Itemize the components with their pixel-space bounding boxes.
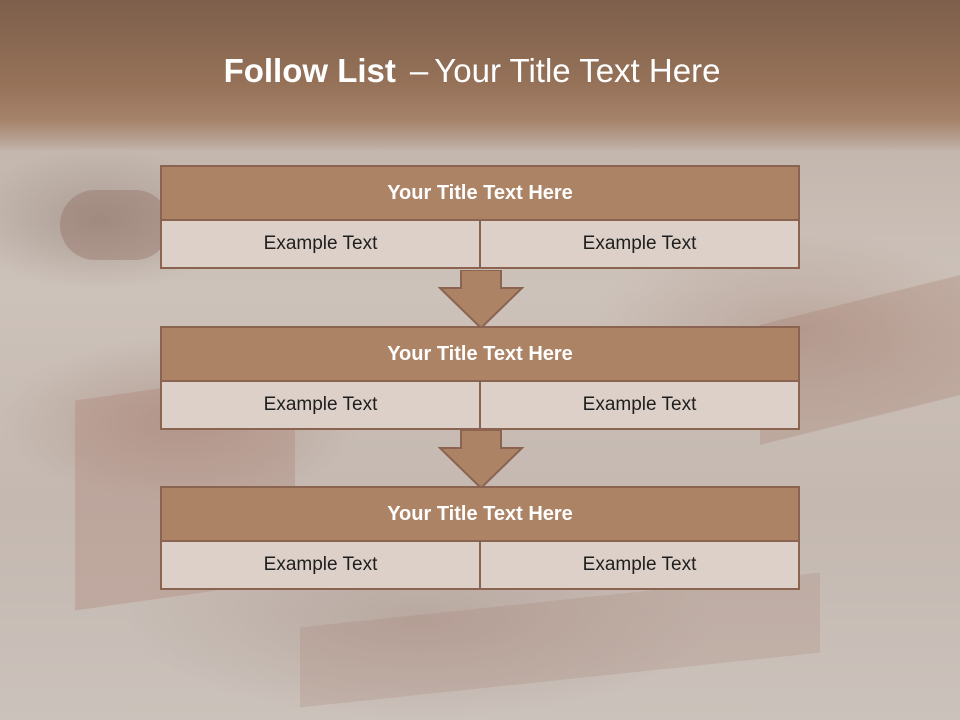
- block-title: Your Title Text Here: [160, 165, 800, 221]
- list-block-2: Your Title Text Here Example Text Exampl…: [160, 326, 800, 430]
- slide-title-dash: –: [409, 52, 429, 89]
- block-text-left: Example Text: [160, 382, 481, 430]
- list-block-1: Your Title Text Here Example Text Exampl…: [160, 165, 800, 269]
- slide-title: Follow List–Your Title Text Here: [0, 52, 944, 90]
- down-arrow-icon: [438, 270, 524, 330]
- block-title: Your Title Text Here: [160, 486, 800, 542]
- slide-title-rest: Your Title Text Here: [434, 52, 721, 89]
- block-text-right: Example Text: [481, 382, 800, 430]
- block-text-right: Example Text: [481, 542, 800, 590]
- block-title: Your Title Text Here: [160, 326, 800, 382]
- block-text-left: Example Text: [160, 542, 481, 590]
- block-text-right: Example Text: [481, 221, 800, 269]
- title-banner: [0, 0, 960, 150]
- block-row: Example Text Example Text: [160, 542, 800, 590]
- background-hand: [60, 190, 170, 260]
- list-block-3: Your Title Text Here Example Text Exampl…: [160, 486, 800, 590]
- block-row: Example Text Example Text: [160, 382, 800, 430]
- block-text-left: Example Text: [160, 221, 481, 269]
- block-row: Example Text Example Text: [160, 221, 800, 269]
- slide-title-bold: Follow List: [223, 52, 396, 89]
- down-arrow-icon: [438, 430, 524, 490]
